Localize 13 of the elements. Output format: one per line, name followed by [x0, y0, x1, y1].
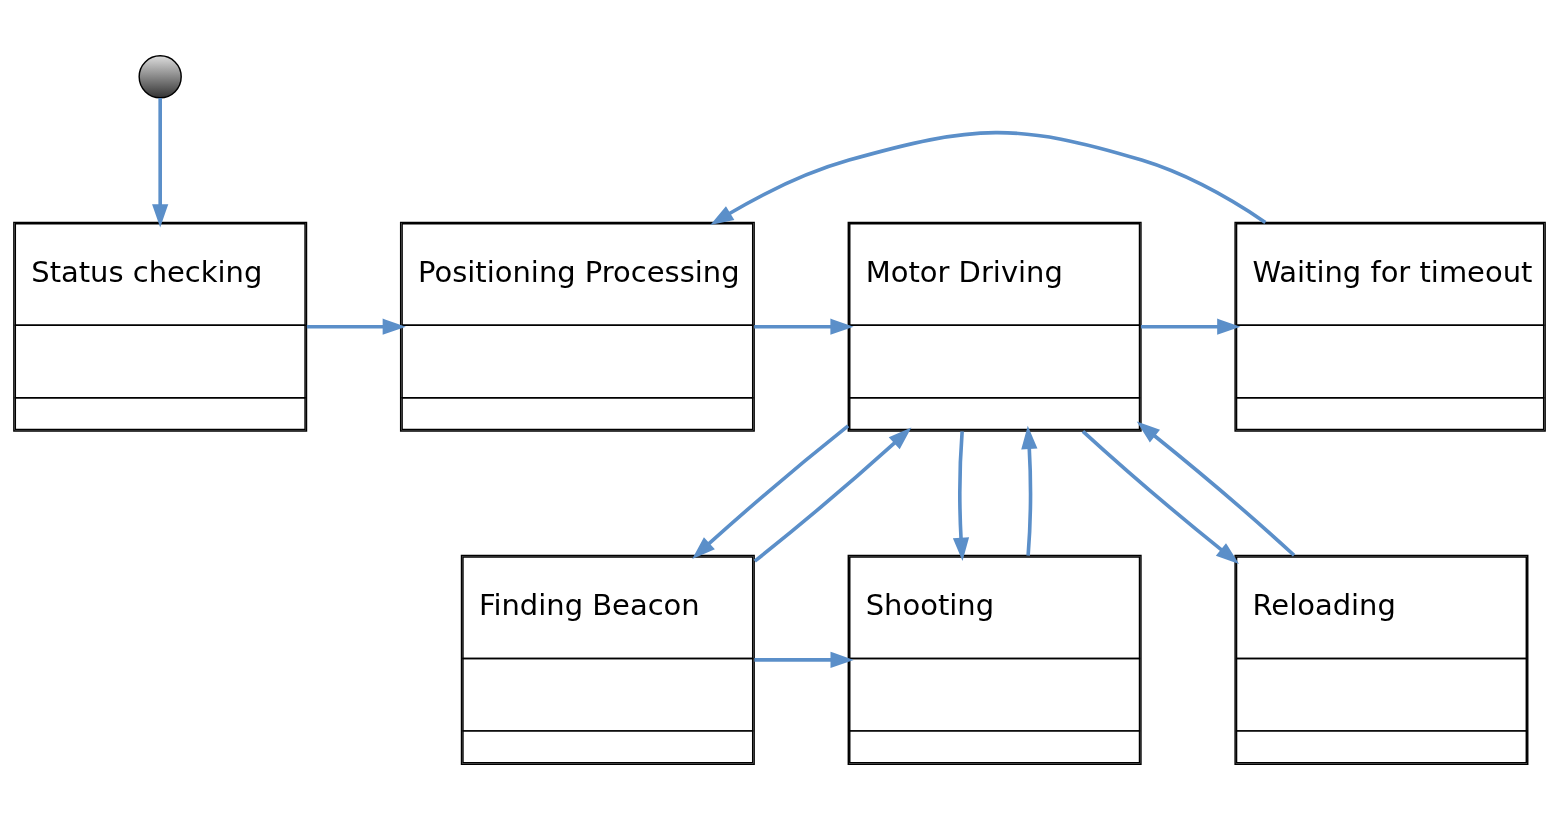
arrow [306, 318, 406, 335]
arrow [692, 424, 850, 559]
arrow [1136, 421, 1296, 557]
arrow [754, 651, 854, 668]
arrow [1021, 425, 1038, 556]
arrow [753, 427, 912, 563]
node-circle [138, 54, 182, 99]
arrow [1081, 429, 1240, 564]
arrow [710, 130, 1267, 225]
arrow [952, 430, 970, 561]
arrow [152, 97, 169, 227]
arrow [754, 318, 854, 335]
arrow [1141, 318, 1241, 335]
